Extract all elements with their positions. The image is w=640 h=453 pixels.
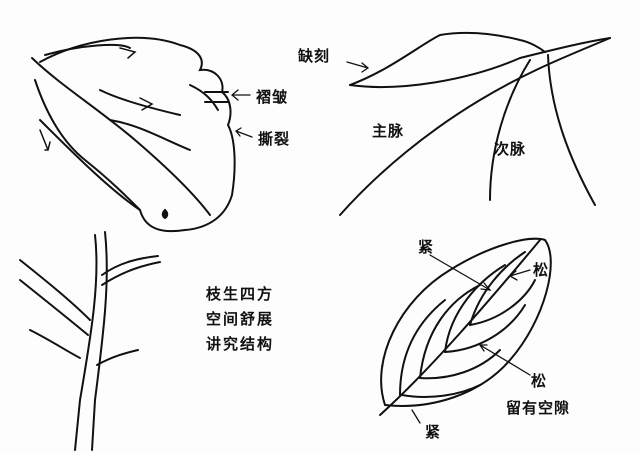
curled-leaf: [31, 36, 253, 233]
label-wrinkle: 褶皱: [256, 88, 289, 106]
caption-block: 枝生四方 空间舒展 讲究结构: [206, 282, 274, 357]
caption-line: 空间舒展: [206, 310, 275, 328]
label-loose-bottom: 松: [531, 372, 548, 390]
label-main-vein: 主脉: [372, 122, 405, 140]
label-tear: 撕裂: [258, 130, 291, 148]
label-loose-top: 松: [533, 261, 550, 279]
caption-line: 枝生四方: [206, 285, 275, 303]
notched-leaf-veins: [339, 31, 611, 216]
label-tight-top: 紧: [418, 238, 435, 256]
label-leave-gaps: 留有空隙: [506, 399, 571, 417]
caption-line: 讲究结构: [206, 335, 275, 353]
veined-leaf: [379, 237, 552, 424]
branch: [19, 231, 161, 451]
label-secondary-vein: 次脉: [494, 140, 527, 158]
label-notch: 缺刻: [298, 47, 331, 65]
label-tight-bottom: 紧: [425, 423, 442, 441]
